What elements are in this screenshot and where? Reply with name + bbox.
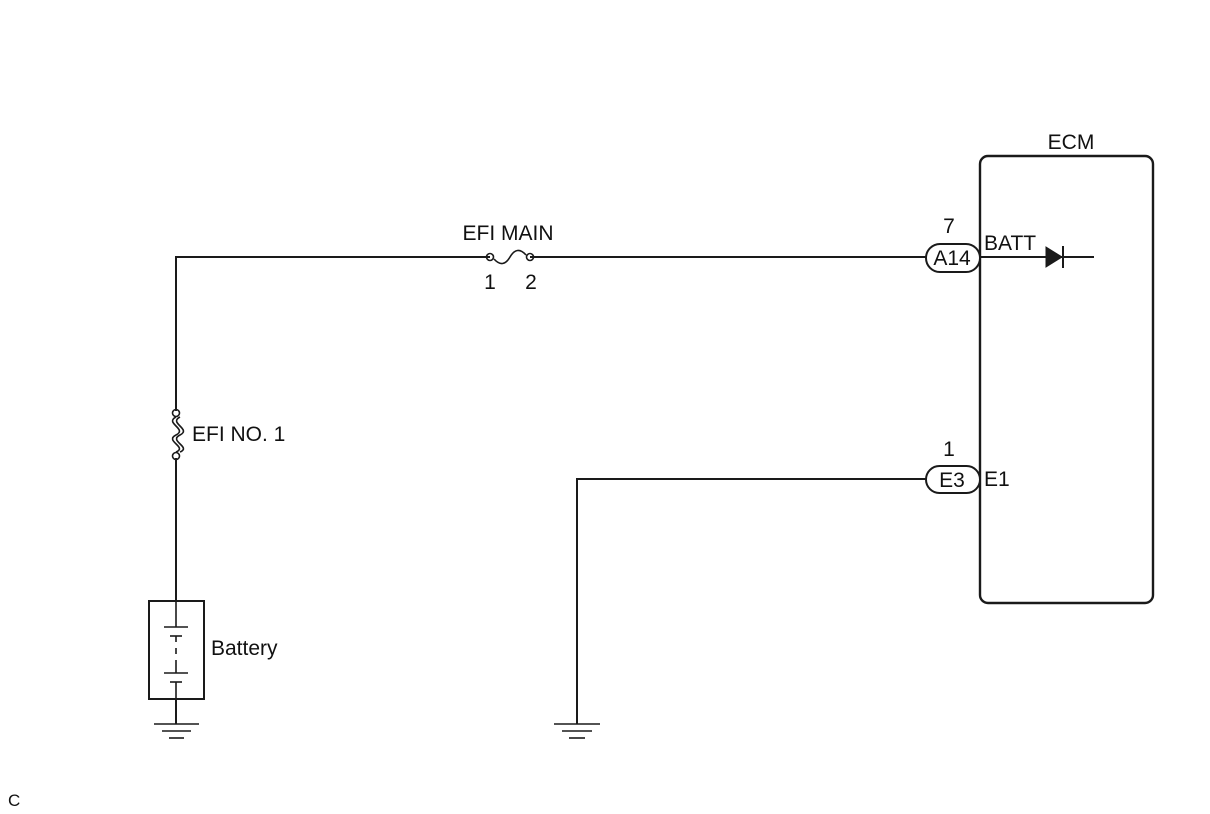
figure-code: C	[8, 791, 20, 810]
connector-a14-label: A14	[933, 247, 971, 270]
ecm-title: ECM	[1048, 131, 1095, 154]
ecm-ground-icon	[554, 723, 600, 739]
efi-no1-label: EFI NO. 1	[192, 423, 285, 446]
ground-wire	[576, 478, 926, 724]
ecm-e1-label: E1	[984, 468, 1010, 491]
ecm-batt-label: BATT	[984, 232, 1036, 255]
efi-main-fuse	[485, 249, 535, 265]
efi-main-pin-1: 1	[484, 271, 496, 294]
efi-no1-fuse	[171, 408, 185, 461]
efi-main-label: EFI MAIN	[462, 222, 553, 245]
connector-a14-pin: 7	[943, 215, 955, 238]
battery-ground-icon	[154, 699, 199, 739]
efi-main-pin-2: 2	[525, 271, 537, 294]
battery-symbol	[148, 600, 205, 700]
connector-e3	[925, 465, 981, 494]
diode-icon	[1045, 246, 1064, 268]
connector-e3-pin: 1	[943, 438, 955, 461]
supply-wire-vertical	[175, 256, 490, 411]
ecm-box	[978, 154, 1155, 605]
connector-e3-label: E3	[939, 469, 965, 492]
battery-label: Battery	[211, 637, 278, 660]
